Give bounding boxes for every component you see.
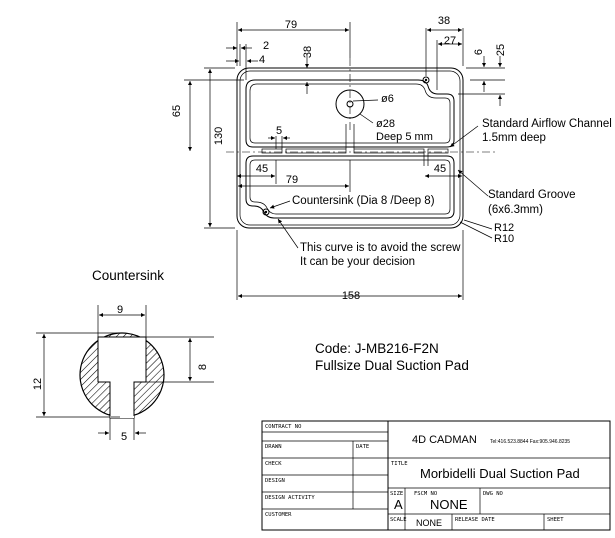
dim-5-channel: 5 bbox=[276, 125, 282, 137]
tb-scale-value: NONE bbox=[416, 518, 442, 528]
tb-drawn: DRAWN bbox=[265, 444, 282, 450]
tb-check: CHECK bbox=[265, 461, 282, 467]
tb-title-value: Morbidelli Dual Suction Pad bbox=[420, 466, 580, 481]
dim-79-mid: 79 bbox=[286, 174, 298, 186]
tb-dwg-label: DWG NO bbox=[483, 491, 503, 497]
pad-outer-outline bbox=[236, 67, 464, 229]
screw-hole-top bbox=[422, 76, 430, 84]
tb-title-label: TITLE bbox=[391, 461, 408, 467]
cs-dim-5: 5 bbox=[121, 431, 127, 443]
dim-45-right: 45 bbox=[434, 163, 446, 175]
dim-130: 130 bbox=[213, 127, 225, 145]
screw-hole-bottom bbox=[262, 208, 270, 216]
groove-note-line2: (6x6.3mm) bbox=[488, 204, 543, 216]
cs-dim-12: 12 bbox=[32, 378, 44, 390]
upper-groove bbox=[245, 79, 455, 148]
lower-groove-inner bbox=[249, 159, 451, 215]
radius-r12: R12 bbox=[494, 222, 514, 234]
tb-fscm-value: NONE bbox=[430, 497, 468, 512]
notes: Standard Airflow Channel 1.5mm deep Stan… bbox=[269, 118, 612, 268]
countersink-title: Countersink bbox=[92, 268, 164, 283]
tb-design-activity: DESIGN ACTIVITY bbox=[265, 495, 315, 501]
countersink-note: Countersink (Dia 8 /Deep 8) bbox=[292, 195, 435, 207]
tb-size-label: SIZE bbox=[390, 491, 403, 497]
lower-groove bbox=[245, 155, 455, 219]
title-block: CONTRACT NO DRAWN DATE CHECK DESIGN DESI… bbox=[261, 420, 611, 531]
tb-date: DATE bbox=[356, 444, 369, 450]
part-description: Fullsize Dual Suction Pad bbox=[315, 358, 469, 373]
pad-plan-view bbox=[226, 58, 495, 229]
curve-note-line1: This curve is to avoid the screw bbox=[300, 242, 461, 254]
dim-38-left: 38 bbox=[302, 46, 314, 58]
dim-65: 65 bbox=[171, 105, 183, 117]
dim-38-right: 38 bbox=[438, 15, 450, 27]
tb-customer: CUSTOMER bbox=[265, 512, 292, 518]
tb-design: DESIGN bbox=[265, 478, 285, 484]
tb-contract-no: CONTRACT NO bbox=[265, 424, 301, 430]
dim-4: 4 bbox=[259, 54, 265, 66]
dim-79-top: 79 bbox=[285, 19, 297, 31]
dim-27: 27 bbox=[444, 35, 456, 47]
tb-sheet-label: SHEET bbox=[547, 517, 564, 523]
radius-r10: R10 bbox=[494, 233, 514, 245]
part-code: Code: J-MB216-F2N bbox=[315, 341, 439, 356]
tb-contact: Tel:416.523.8844 Fax:905.946.8235 bbox=[490, 439, 570, 445]
groove-note-line1: Standard Groove bbox=[488, 189, 576, 201]
airflow-channels bbox=[261, 124, 449, 166]
tb-release-label: RELEASE DATE bbox=[455, 517, 495, 523]
dim-2: 2 bbox=[263, 40, 269, 52]
dim-6: 6 bbox=[473, 49, 485, 55]
airflow-note-line1: Standard Airflow Channel bbox=[482, 118, 612, 130]
dim-158: 158 bbox=[342, 290, 360, 302]
main-dimensions: 79 2 4 38 38 27 6 25 65 bbox=[171, 15, 514, 302]
cs-dim-9: 9 bbox=[117, 304, 123, 316]
tb-company: 4D CADMAN bbox=[412, 434, 477, 446]
dim-25: 25 bbox=[495, 44, 507, 56]
tb-size-value: A bbox=[394, 497, 403, 512]
dim-45-left: 45 bbox=[256, 163, 268, 175]
tb-fscm-label: FSCM NO bbox=[414, 491, 437, 497]
airflow-note-line2: 1.5mm deep bbox=[482, 132, 546, 144]
ring-depth: Deep 5 mm bbox=[376, 131, 433, 143]
cs-dim-8: 8 bbox=[197, 364, 209, 370]
ring-inner-dia: ø6 bbox=[381, 93, 394, 105]
ring-outer-dia: ø28 bbox=[376, 118, 395, 130]
tb-scale-label: SCALE bbox=[390, 517, 407, 523]
upper-groove-inner bbox=[249, 83, 451, 144]
countersink-detail: Countersink 9 12 8 5 bbox=[32, 268, 214, 443]
curve-note-line2: It can be your decision bbox=[300, 256, 415, 268]
